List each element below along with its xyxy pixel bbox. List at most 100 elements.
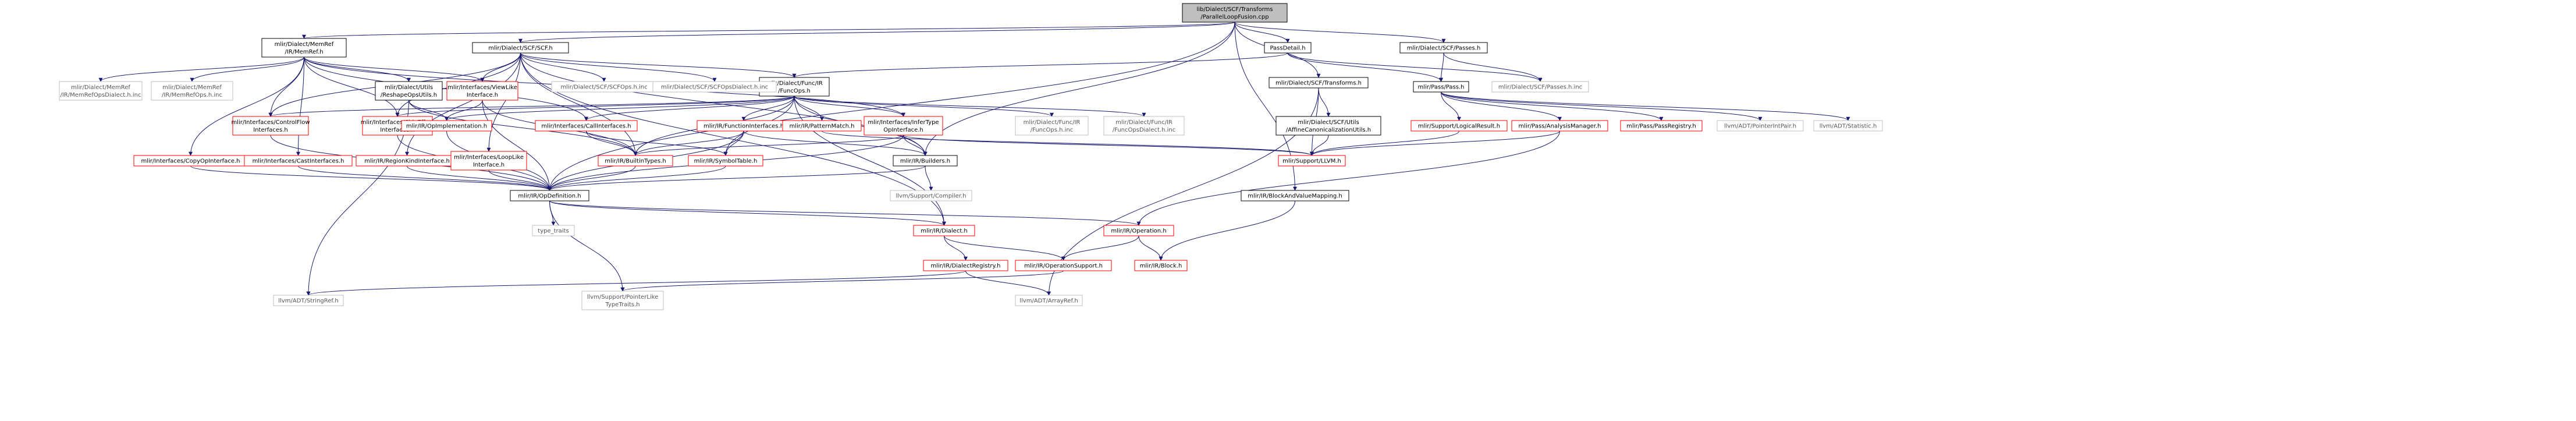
node-box bbox=[1015, 116, 1089, 136]
graph-node-opimpl[interactable]: mlir/IR/OpImplementation.h bbox=[401, 120, 492, 132]
graph-node-typetraits: type_traits bbox=[532, 225, 575, 236]
node-label: /ParallelLoopFusion.cpp bbox=[1200, 14, 1269, 20]
edge-dialect-to-dialectregistry bbox=[944, 235, 968, 261]
graph-node-block[interactable]: mlir/IR/Block.h bbox=[1134, 260, 1188, 271]
graph-node-castinterfaces[interactable]: mlir/Interfaces/CastInterfaces.h bbox=[244, 155, 353, 167]
graph-node-scf[interactable]: mlir/Dialect/SCF/SCF.h bbox=[472, 42, 569, 54]
graph-node-patternmatch[interactable]: mlir/IR/PatternMatch.h bbox=[782, 120, 862, 132]
edge-funcops-to-dialect bbox=[794, 95, 946, 226]
node-label: mlir/Dialect/Func/IR bbox=[1115, 119, 1172, 126]
graph-node-reshapeops[interactable]: mlir/Dialect/Utils/ReshapeOpsUtils.h bbox=[375, 81, 443, 101]
node-label: llvm/ADT/PointerIntPair.h bbox=[1724, 123, 1796, 130]
node-box bbox=[59, 81, 143, 101]
edge-root-to-scfpasses bbox=[1234, 22, 1446, 43]
graph-node-blockandvalue[interactable]: mlir/IR/BlockAndValueMapping.h bbox=[1241, 190, 1349, 201]
node-box bbox=[450, 151, 527, 171]
graph-node-symboltable[interactable]: mlir/IR/SymbolTable.h bbox=[688, 155, 763, 167]
edge-operation-to-operationsupport bbox=[1061, 235, 1139, 261]
graph-node-root[interactable]: lib/Dialect/SCF/Transforms/ParallelLoopF… bbox=[1182, 3, 1288, 23]
graph-node-builders[interactable]: mlir/IR/Builders.h bbox=[893, 155, 958, 167]
node-box bbox=[1620, 120, 1703, 132]
edge-opdefinition-to-pointerlike bbox=[549, 200, 625, 292]
node-box bbox=[1103, 116, 1185, 136]
graph-node-scftransforms[interactable]: mlir/Dialect/SCF/Transforms.h bbox=[1269, 77, 1369, 89]
graph-node-operation[interactable]: mlir/IR/Operation.h bbox=[1103, 225, 1174, 236]
node-label: mlir/IR/PatternMatch.h bbox=[789, 123, 854, 130]
edge-funcops-to-opimpl bbox=[445, 95, 795, 121]
node-label: mlir/Dialect/Utils bbox=[385, 84, 433, 91]
node-label: /FuncOps.h.inc bbox=[1031, 127, 1074, 133]
node-label: mlir/Support/LLVM.h bbox=[1282, 158, 1341, 165]
node-box bbox=[401, 120, 492, 132]
graph-node-memref[interactable]: mlir/Dialect/MemRef/IR/MemRef.h bbox=[261, 38, 347, 58]
graph-node-scfpasses[interactable]: mlir/Dialect/SCF/Passes.h bbox=[1399, 42, 1488, 54]
node-label: type_traits bbox=[538, 228, 569, 235]
node-label: PassDetail.h bbox=[1270, 45, 1305, 52]
node-box bbox=[1413, 81, 1469, 93]
graph-node-dialect[interactable]: mlir/IR/Dialect.h bbox=[913, 225, 975, 236]
graph-node-copyop[interactable]: mlir/Interfaces/CopyOpInterface.h bbox=[133, 155, 248, 167]
edge-scfpasses-to-pass bbox=[1439, 52, 1444, 82]
node-label: mlir/IR/SymbolTable.h bbox=[694, 158, 758, 165]
edge-scf-to-builtintypes bbox=[520, 52, 638, 156]
graph-node-callinterfaces[interactable]: mlir/Interfaces/CallInterfaces.h bbox=[535, 120, 638, 132]
graph-node-opdefinition[interactable]: mlir/IR/OpDefinition.h bbox=[510, 190, 589, 201]
graph-node-passdetail[interactable]: PassDetail.h bbox=[1264, 42, 1312, 54]
node-box bbox=[1278, 155, 1346, 167]
node-label: mlir/Dialect/SCF/SCF.h bbox=[488, 45, 553, 52]
edge-opdefinition-to-dialect bbox=[549, 200, 946, 226]
edge-affinecanon-to-supportllvm bbox=[1310, 135, 1329, 156]
node-box bbox=[890, 190, 972, 201]
graph-node-analysismanager[interactable]: mlir/Pass/AnalysisManager.h bbox=[1511, 120, 1608, 132]
node-box bbox=[232, 116, 309, 136]
node-box bbox=[913, 225, 975, 236]
graph-node-supportllvm[interactable]: mlir/Support/LLVM.h bbox=[1278, 155, 1346, 167]
node-label: mlir/Interfaces/ControlFlow bbox=[231, 119, 310, 126]
node-label: mlir/Interfaces/SideEffect bbox=[361, 119, 435, 126]
edge-memref-to-callinterfaces bbox=[304, 56, 588, 121]
edge-dialect-to-operationsupport bbox=[944, 235, 1065, 261]
graph-node-affinecanon[interactable]: mlir/Dialect/SCF/Utils/AffineCanonicaliz… bbox=[1275, 116, 1381, 136]
edge-viewlike-to-opimpl bbox=[445, 100, 483, 121]
node-label: TypeTraits.h bbox=[605, 302, 639, 308]
graph-node-builtintypes[interactable]: mlir/IR/BuiltinTypes.h bbox=[598, 155, 673, 167]
graph-node-functioninterfaces[interactable]: mlir/IR/FunctionInterfaces.h bbox=[697, 120, 791, 132]
edge-logicalresult-to-supportllvm bbox=[1310, 130, 1459, 156]
graph-node-funcopsdialect: mlir/Dialect/Func/IR/FuncOpsDialect.h.in… bbox=[1103, 116, 1185, 136]
node-label: mlir/Dialect/MemRef bbox=[275, 41, 334, 48]
graph-node-memrefopsdialect: mlir/Dialect/MemRef/IR/MemRefOpsDialect.… bbox=[59, 81, 143, 101]
node-label: /AffineCanonicalizationUtils.h bbox=[1286, 127, 1371, 133]
edge-pass-to-logicalresult bbox=[1441, 91, 1461, 121]
graph-node-passregistry[interactable]: mlir/Pass/PassRegistry.h bbox=[1620, 120, 1703, 132]
edge-copyop-to-opdefinition bbox=[190, 165, 552, 191]
edge-reshapeops-to-builtintypes bbox=[408, 100, 638, 156]
node-label: lib/Dialect/SCF/Transforms bbox=[1196, 6, 1273, 13]
node-label: mlir/Interfaces/CopyOpInterface.h bbox=[141, 158, 240, 165]
node-box bbox=[1015, 260, 1112, 271]
node-box bbox=[273, 295, 344, 306]
edge-dialectregistry-to-arrayref bbox=[965, 270, 1051, 296]
node-box bbox=[535, 120, 638, 132]
node-box bbox=[1717, 120, 1804, 132]
edge-callinterfaces-to-symboltable bbox=[586, 130, 728, 156]
node-label: mlir/Dialect/SCF/SCFOps.h.inc bbox=[560, 84, 647, 91]
dependency-nodes: lib/Dialect/SCF/Transforms/ParallelLoopF… bbox=[59, 3, 1883, 310]
graph-node-statistic: llvm/ADT/Statistic.h bbox=[1813, 120, 1883, 132]
graph-node-dialectregistry[interactable]: mlir/IR/DialectRegistry.h bbox=[923, 260, 1008, 271]
node-box bbox=[688, 155, 763, 167]
graph-node-pass[interactable]: mlir/Pass/Pass.h bbox=[1413, 81, 1469, 93]
edge-root-to-opdefinition bbox=[548, 22, 1235, 191]
node-label: /IR/MemRefOps.h.inc bbox=[162, 92, 222, 98]
node-box bbox=[1264, 42, 1312, 54]
edge-memref-to-sideeffect bbox=[304, 56, 400, 117]
graph-node-operationsupport[interactable]: mlir/IR/OperationSupport.h bbox=[1015, 260, 1112, 271]
graph-node-regionkind[interactable]: mlir/IR/RegionKindInterface.h bbox=[356, 155, 459, 167]
node-label: mlir/Dialect/Func/IR bbox=[766, 80, 823, 87]
graph-node-logicalresult[interactable]: mlir/Support/LogicalResult.h bbox=[1410, 120, 1508, 132]
